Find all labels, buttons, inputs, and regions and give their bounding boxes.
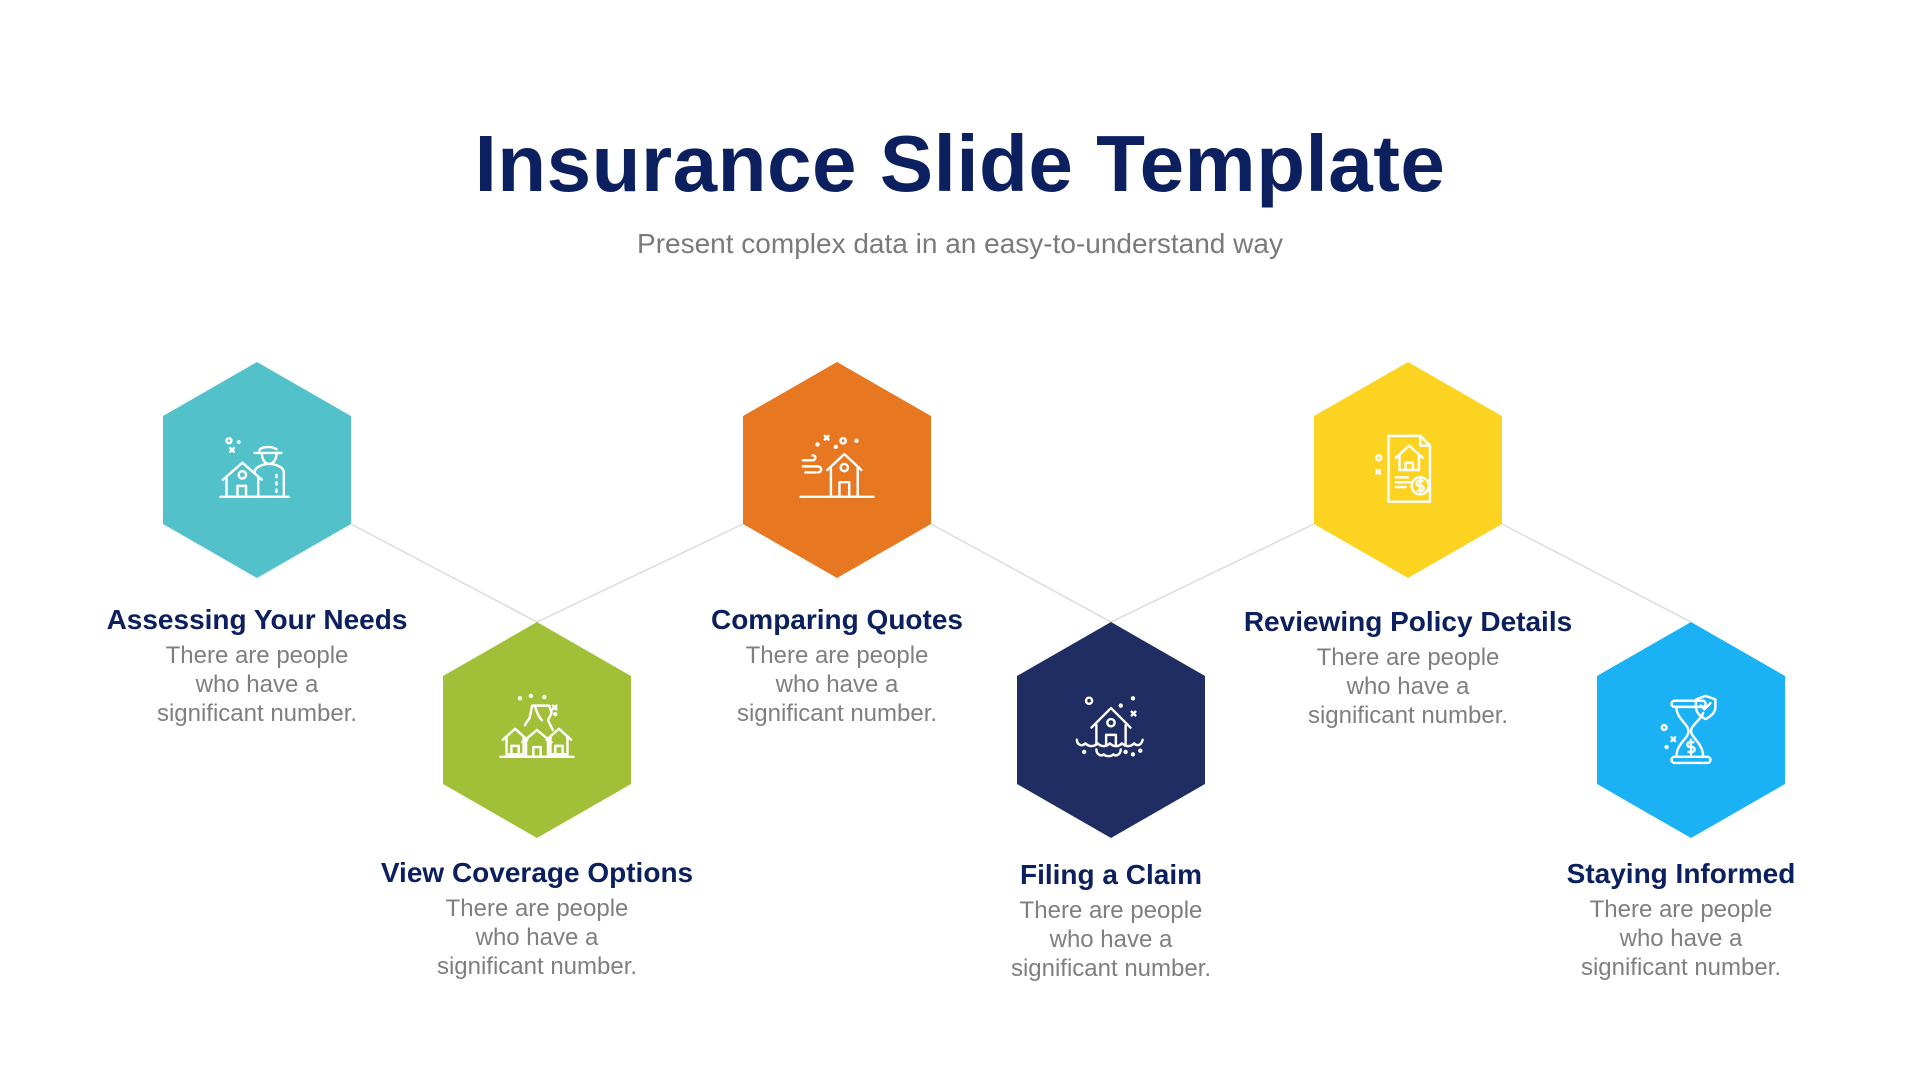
houses-landslide-icon: [499, 693, 575, 759]
house-wind-icon: [799, 434, 875, 499]
step-card-reviewing-policy: Reviewing Policy Details There are peopl…: [1198, 605, 1618, 730]
hex-filing-claim: [1017, 622, 1205, 838]
step-title: View Coverage Options: [380, 857, 694, 888]
step-title: Reviewing Policy Details: [1243, 606, 1573, 637]
step-title: Comparing Quotes: [710, 604, 963, 635]
hourglass-shield-icon: [1660, 694, 1717, 765]
slide-subtitle: Present complex data in an easy-to-under…: [637, 228, 1283, 259]
step-title: Assessing Your Needs: [106, 604, 408, 635]
step-title: Staying Informed: [1566, 858, 1796, 889]
hex-reviewing-policy: [1314, 362, 1502, 578]
hex-staying-informed: [1597, 622, 1785, 838]
slide-title: Insurance Slide Template: [474, 119, 1446, 208]
step-title: Filing a Claim: [1019, 859, 1203, 890]
house-flood-icon: [1075, 696, 1144, 758]
policy-document-icon: [1375, 434, 1432, 503]
house-with-person-icon: [219, 437, 290, 499]
